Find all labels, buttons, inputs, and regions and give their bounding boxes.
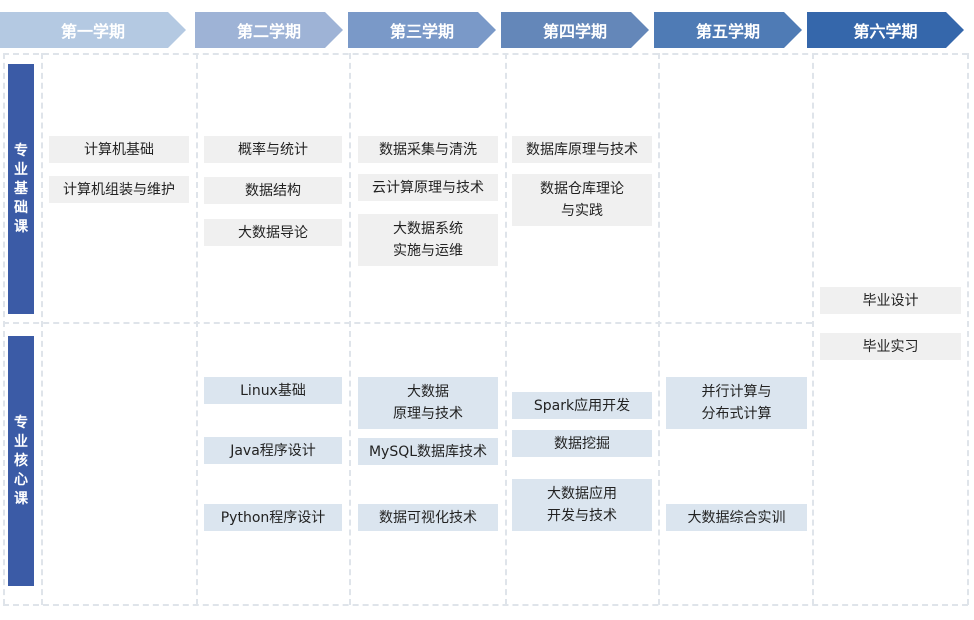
- category-char: 业: [14, 433, 28, 450]
- course-box: 数据库原理与技术: [512, 136, 652, 163]
- semester-header-1: 第一学期: [0, 12, 186, 48]
- course-box: 云计算原理与技术: [358, 174, 498, 201]
- semester-header-3: 第三学期: [348, 12, 496, 48]
- grid-divider: [349, 53, 351, 605]
- course-box: 大数据综合实训: [666, 504, 807, 531]
- course-box: Linux基础: [204, 377, 342, 404]
- course-box: 数据挖掘: [512, 430, 652, 457]
- category-char: 核: [14, 452, 28, 469]
- semester-header-2: 第二学期: [195, 12, 343, 48]
- category-core-courses: 专 业 核 心 课: [8, 336, 34, 586]
- grid-divider: [812, 53, 814, 605]
- course-box: 大数据 原理与技术: [358, 377, 498, 429]
- course-box: 毕业实习: [820, 333, 961, 360]
- course-box: 大数据导论: [204, 219, 342, 246]
- course-box: 数据结构: [204, 177, 342, 204]
- category-char: 课: [14, 218, 28, 235]
- course-box: 并行计算与 分布式计算: [666, 377, 807, 429]
- category-char: 基: [14, 180, 28, 197]
- grid-divider: [41, 53, 43, 605]
- course-box: 大数据应用 开发与技术: [512, 479, 652, 531]
- course-box: MySQL数据库技术: [358, 438, 498, 465]
- category-char: 专: [14, 414, 28, 431]
- course-box: Spark应用开发: [512, 392, 652, 419]
- course-box: 计算机基础: [49, 136, 189, 163]
- course-box: 数据仓库理论 与实践: [512, 174, 652, 226]
- course-box: 概率与统计: [204, 136, 342, 163]
- category-char: 业: [14, 161, 28, 178]
- grid-divider: [3, 53, 5, 605]
- category-foundation-courses: 专 业 基 础 课: [8, 64, 34, 314]
- course-box: 数据可视化技术: [358, 504, 498, 531]
- course-box: 毕业设计: [820, 287, 961, 314]
- grid-divider: [967, 53, 969, 605]
- grid-divider: [3, 53, 968, 55]
- semester-header-4: 第四学期: [501, 12, 649, 48]
- category-char: 课: [14, 490, 28, 507]
- course-box: 计算机组装与维护: [49, 176, 189, 203]
- grid-divider: [3, 604, 968, 606]
- semester-header-5: 第五学期: [654, 12, 802, 48]
- category-char: 心: [14, 471, 28, 488]
- grid-divider: [505, 53, 507, 605]
- course-box: 数据采集与清洗: [358, 136, 498, 163]
- grid-divider: [3, 322, 812, 324]
- course-box: Java程序设计: [204, 437, 342, 464]
- grid-divider: [658, 53, 660, 605]
- category-char: 专: [14, 142, 28, 159]
- grid-divider: [196, 53, 198, 605]
- course-box: Python程序设计: [204, 504, 342, 531]
- category-char: 础: [14, 199, 28, 216]
- semester-header-6: 第六学期: [807, 12, 964, 48]
- course-box: 大数据系统 实施与运维: [358, 214, 498, 266]
